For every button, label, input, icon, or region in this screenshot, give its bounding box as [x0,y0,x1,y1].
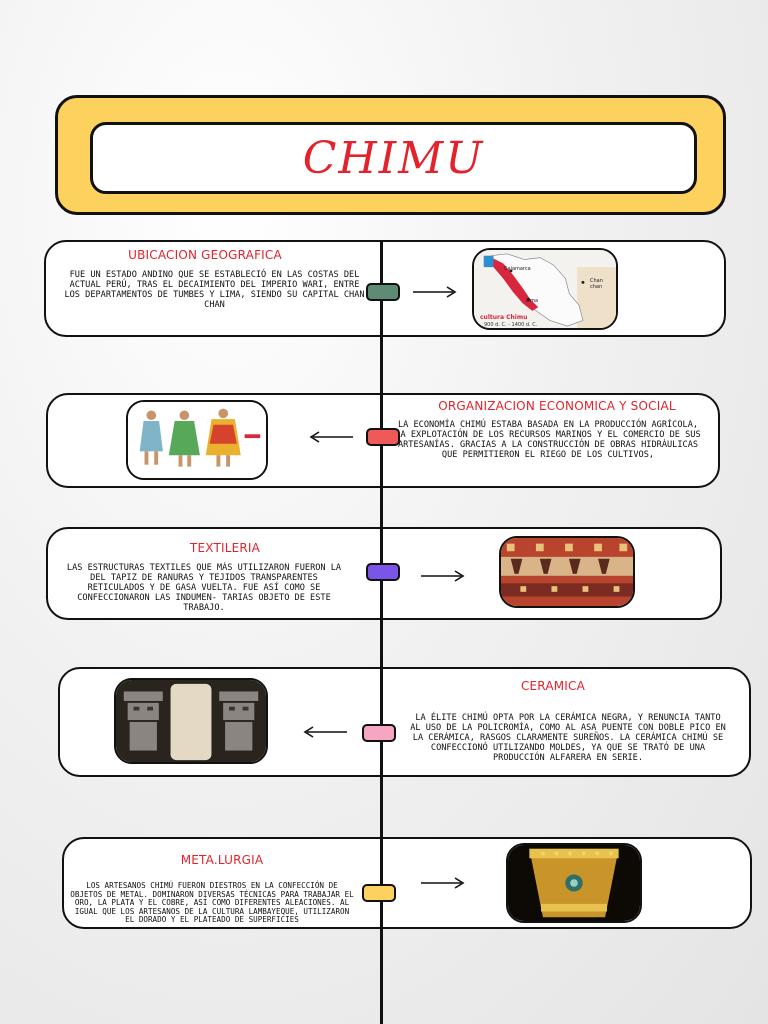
arrow-left-icon [302,725,348,739]
arrow-left-icon [308,430,354,444]
arrow-right-icon [420,569,466,583]
section-heading-organizacion: ORGANIZACION ECONOMICA Y SOCIAL [438,399,676,413]
timeline-node-red [366,428,400,446]
title-box: CHIMU [90,122,697,194]
arrow-right-icon [412,285,458,299]
timeline-node-green [366,283,400,301]
map-of-peru-icon: Cajamarca Chan chan Lima cultura Chimu 9… [472,248,618,330]
chimu-people-illustration-icon [126,400,268,480]
map-label-cajamarca: Cajamarca [504,266,531,272]
map-label-cultura: cultura Chimu [480,314,528,321]
timeline-node-yellow [362,884,396,902]
timeline-node-pink [362,724,396,742]
section-heading-textileria: TEXTILERIA [189,541,261,555]
section-heading-ceramica: CERAMICA [520,679,586,693]
arrow-right-icon [420,876,466,890]
ceramic-figures-icon [114,678,268,764]
section-heading-metalurgia: META.LURGIA [180,853,264,867]
timeline-node-purple [366,563,400,581]
title-banner: CHIMU [55,95,726,215]
map-label-chan-chan: Chan chan [590,278,603,290]
woven-textile-icon [499,536,635,608]
section-body-ubicacion: FUE UN ESTADO ANDINO QUE SE ESTABLECIÓ E… [64,270,365,310]
timeline-line [380,240,383,1024]
map-label-dates: 900 d. C. - 1400 d. C. [484,322,538,328]
section-body-textileria: LAS ESTRUCTURAS TEXTILES QUE MÁS UTILIZA… [66,563,342,613]
section-body-metalurgia: LOS ARTESANOS CHIMÚ FUERON DIESTROS EN L… [70,881,354,925]
map-label-lima: Lima [526,298,539,304]
section-body-ceramica: LA ÉLITE CHIMÚ OPTA POR LA CERÁMICA NEGR… [410,713,726,763]
section-body-organizacion: LA ECONOMÍA CHIMÚ ESTABA BASADA EN LA PR… [395,420,701,460]
golden-vessel-icon [506,843,642,923]
page-title: CHIMU [302,132,485,184]
section-heading-ubicacion: UBICACION GEOGRAFICA [128,248,282,262]
